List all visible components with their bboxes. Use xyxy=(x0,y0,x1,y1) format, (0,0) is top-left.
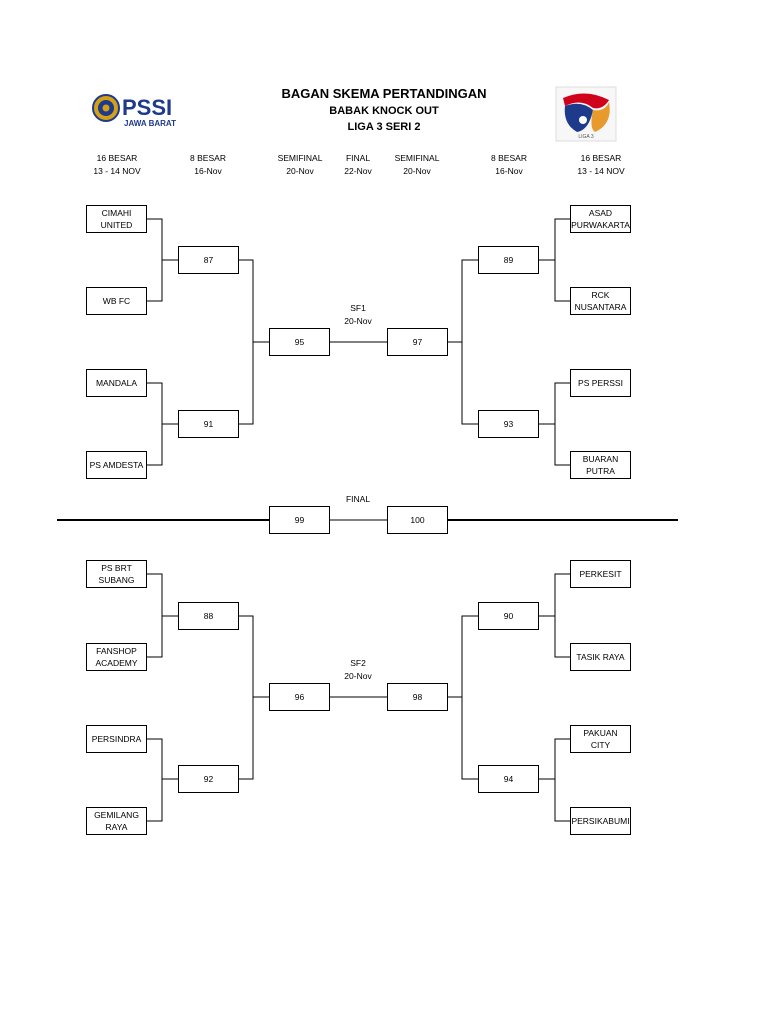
column-date: 13 - 14 NOV xyxy=(577,166,625,176)
column-date: 13 - 14 NOV xyxy=(93,166,141,176)
match-box: 90 xyxy=(478,602,539,630)
column-date: 22-Nov xyxy=(344,166,372,176)
final-box: 99 xyxy=(269,506,330,534)
pssi-logo-subtext: JAWA BARAT xyxy=(124,119,176,128)
match-box: 94 xyxy=(478,765,539,793)
column-round: 8 BESAR xyxy=(491,153,527,163)
team-box: PS BRT SUBANG xyxy=(86,560,147,588)
pssi-logo: PSSI JAWA BARAT xyxy=(92,90,187,128)
column-round: FINAL xyxy=(345,153,371,163)
team-box: PS PERSSI xyxy=(570,369,631,397)
column-header-16-besar-left: 16 BESAR 13 - 14 NOV xyxy=(72,152,162,178)
page-title: BAGAN SKEMA PERTANDINGAN xyxy=(281,86,487,101)
team-box: FANSHOP ACADEMY xyxy=(86,643,147,671)
column-header-16-besar-right: 16 BESAR 13 - 14 NOV xyxy=(556,152,646,178)
column-date: 16-Nov xyxy=(194,166,222,176)
team-box: ASAD PURWAKARTA xyxy=(570,205,631,233)
team-box: PERSIKABUMI xyxy=(570,807,631,835)
column-date: 20-Nov xyxy=(403,166,431,176)
pssi-logo-text: PSSI xyxy=(122,95,172,120)
team-box: BUARAN PUTRA xyxy=(570,451,631,479)
column-round: 16 BESAR xyxy=(580,153,622,163)
match-box: 88 xyxy=(178,602,239,630)
semifinal-box: 98 xyxy=(387,683,448,711)
semifinal-box: 95 xyxy=(269,328,330,356)
match-box: 89 xyxy=(478,246,539,274)
team-box: PAKUAN CITY xyxy=(570,725,631,753)
column-date: 16-Nov xyxy=(495,166,523,176)
page-subtitle: BABAK KNOCK OUT xyxy=(329,105,439,117)
team-box: PERKESIT xyxy=(570,560,631,588)
final-box: 100 xyxy=(387,506,448,534)
final-label: FINAL xyxy=(345,494,371,504)
league-name: LIGA 3 SERI 2 xyxy=(347,121,421,133)
column-header-final: FINAL 22-Nov xyxy=(313,152,403,178)
column-round: SEMIFINAL xyxy=(394,153,440,163)
column-header-8-besar-right: 8 BESAR 16-Nov xyxy=(464,152,554,178)
column-round: SEMIFINAL xyxy=(277,153,323,163)
team-box: CIMAHI UNITED xyxy=(86,205,147,233)
sf2-label: SF2 20-Nov xyxy=(344,658,372,681)
match-box: 87 xyxy=(178,246,239,274)
match-box: 93 xyxy=(478,410,539,438)
liga3-logo-text: LIGA 3 xyxy=(578,134,594,140)
column-header-semifinal-right: SEMIFINAL 20-Nov xyxy=(372,152,462,178)
column-header-8-besar-left: 8 BESAR 16-Nov xyxy=(163,152,253,178)
match-box: 92 xyxy=(178,765,239,793)
team-box: RCK NUSANTARA xyxy=(570,287,631,315)
column-date: 20-Nov xyxy=(286,166,314,176)
match-box: 91 xyxy=(178,410,239,438)
team-box: WB FC xyxy=(86,287,147,315)
column-header-semifinal-left: SEMIFINAL 20-Nov xyxy=(255,152,345,178)
semifinal-box: 96 xyxy=(269,683,330,711)
sf1-label: SF1 20-Nov xyxy=(344,303,372,326)
semifinal-box: 97 xyxy=(387,328,448,356)
liga3-logo: LIGA 3 xyxy=(555,86,617,142)
team-box: GEMILANG RAYA xyxy=(86,807,147,835)
team-box: TASIK RAYA xyxy=(570,643,631,671)
team-box: MANDALA xyxy=(86,369,147,397)
column-round: 16 BESAR xyxy=(96,153,138,163)
team-box: PS AMDESTA xyxy=(86,451,147,479)
team-box: PERSINDRA xyxy=(86,725,147,753)
column-round: 8 BESAR xyxy=(190,153,226,163)
